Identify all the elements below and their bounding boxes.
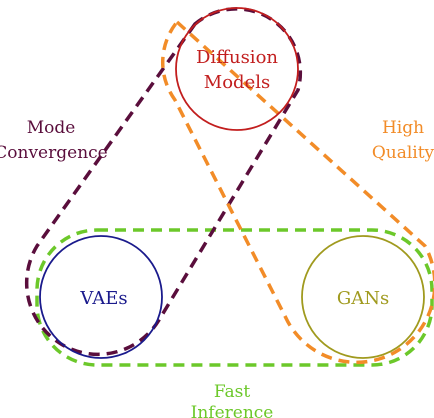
mode-convergence-label-line1: Mode (27, 118, 76, 138)
high-quality-region (160, 19, 434, 365)
high-quality-label-line2: Quality (372, 143, 434, 163)
diffusion-models-label-line2: Models (204, 72, 270, 93)
gans-node (301, 235, 425, 359)
fast-inference-label-line1: Fast (214, 382, 251, 402)
vaes-node (39, 235, 163, 359)
mode-convergence-label-line2: Convergence (0, 143, 108, 163)
diffusion-models-label-line1: Diffusion (196, 47, 278, 68)
mode-convergence-region (24, 7, 303, 357)
diffusion-models-node (175, 7, 299, 131)
high-quality-label-line1: High (382, 118, 424, 138)
fast-inference-region (35, 228, 434, 367)
gans-label: GANs (337, 288, 389, 309)
vaes-label: VAEs (79, 288, 127, 309)
fast-inference-label-line2: Inference (191, 403, 274, 418)
